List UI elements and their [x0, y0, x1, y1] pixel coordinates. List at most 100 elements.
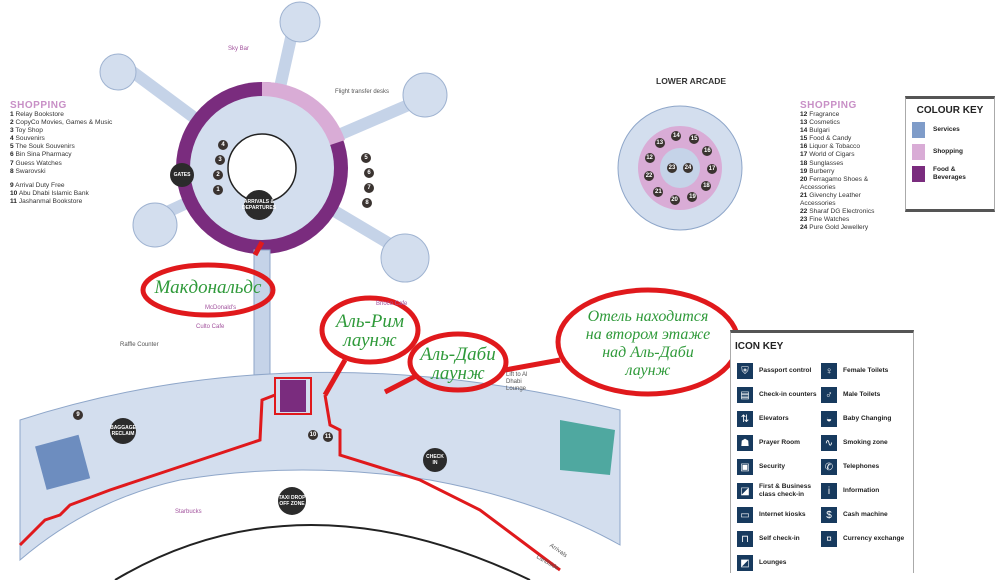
icon-key-item: ▣Security	[737, 455, 819, 479]
shop-marker-12: 12	[644, 153, 655, 164]
passport-control-icon: ⛨	[737, 363, 753, 379]
shop-list-item: 3 Toy Shop	[10, 127, 120, 135]
shop-number: 23	[800, 216, 808, 224]
icon-key-label: Female Toilets	[843, 367, 889, 374]
shop-number: 3	[10, 127, 14, 135]
shop-list-item: 8 Swarovski	[10, 168, 120, 176]
colour-swatch	[912, 144, 925, 160]
icon-key-label: Baby Changing	[843, 415, 892, 422]
icon-key-label: Telephones	[843, 463, 880, 470]
shop-name: Swarovski	[15, 167, 46, 175]
shop-marker-17: 17	[706, 163, 717, 174]
shop-list-item: 22 Sharaf DG Electronics	[800, 208, 895, 216]
shop-name: Sharaf DG Electronics	[809, 208, 875, 216]
icon-key-item: ⇅Elevators	[737, 407, 819, 431]
shop-name: Abu Dhabi Islamic Bank	[18, 189, 89, 197]
colour-key-title: COLOUR KEY	[916, 105, 984, 116]
icon-key-label: Information	[843, 487, 880, 494]
icon-key-label: Internet kiosks	[759, 511, 806, 518]
shop-number: 20	[800, 175, 808, 183]
icon-key-item: ▤Check-in counters	[737, 383, 819, 407]
shop-name: Toy Shop	[15, 127, 43, 135]
shop-number: 6	[10, 151, 14, 159]
shop-list-item: 19 Burberry	[800, 168, 895, 176]
label-flight-transfer: Flight transfer desks	[335, 89, 390, 95]
shop-list-item: 15 Food & Candy	[800, 135, 895, 143]
arrivals-departures-marker: ARRIVALS & DEPARTURES	[242, 190, 276, 220]
shop-name: Guess Watches	[15, 159, 62, 167]
male-toilet-icon: ♂	[821, 387, 837, 403]
shop-marker-7: 7	[364, 183, 374, 193]
check-in-marker: CHECK IN	[423, 448, 447, 472]
annotation-hotel: Отель находится на втором этаже над Аль-…	[585, 308, 711, 379]
label-culto-cafe: Culto Cafe	[196, 324, 225, 330]
icon-key-item: ◒Baby Changing	[821, 407, 911, 431]
shop-name: Relay Bookstore	[15, 111, 64, 118]
shop-marker-23: 23	[667, 163, 677, 173]
shop-number: 13	[800, 119, 808, 127]
colour-key-item: Shopping	[912, 144, 994, 160]
shop-name: Food & Candy	[809, 135, 852, 143]
shop-marker-16: 16	[702, 146, 713, 157]
shop-list-item: 9 Arrival Duty Free	[10, 182, 120, 190]
shop-name: Ferragamo Shoes & Accessories	[800, 175, 869, 191]
label-brioco-cafe: Brioco Cafe	[376, 301, 408, 307]
shop-marker-24: 24	[683, 163, 693, 173]
shop-number: 14	[800, 127, 808, 135]
icon-key-item: ◪First & Business class check-in	[737, 479, 819, 503]
shop-name: Arrival Duty Free	[15, 181, 65, 189]
icon-key-item: ✆ Telephones	[821, 455, 911, 479]
female-toilet-icon: ♀	[821, 363, 837, 379]
shop-marker-9: 9	[73, 410, 83, 420]
shop-marker-3: 3	[215, 155, 225, 165]
shop-list-item: 12 Fragrance	[800, 111, 895, 119]
shop-list-item: 7 Guess Watches	[10, 160, 120, 168]
shop-marker-8: 8	[362, 198, 372, 208]
icon-key-label: Check-in counters	[759, 391, 817, 398]
shop-list-item: 1 Relay Bookstore	[10, 111, 120, 119]
shop-number: 18	[800, 159, 808, 167]
shop-marker-2: 2	[213, 170, 223, 180]
shop-marker-4: 4	[218, 140, 228, 150]
shop-marker-10: 10	[308, 430, 318, 440]
shop-name: Liquor & Tobacco	[809, 143, 861, 151]
shop-marker-13: 13	[654, 138, 665, 149]
shop-list-item: 20 Ferragamo Shoes & Accessories	[800, 176, 895, 192]
smoking-icon: ∿	[821, 435, 837, 451]
icon-key-label: Passport control	[759, 367, 812, 374]
shop-list-item: 24 Pure Gold Jewellery	[800, 224, 895, 232]
icon-key: ICON KEY ⛨ Passport control ♀ Female Toilet…	[730, 330, 914, 573]
shop-name: Jashanmal Bookstore	[18, 197, 83, 205]
icon-key-item: ⛨ Passport control	[737, 359, 819, 383]
shop-marker-11: 11	[323, 432, 333, 442]
telephone-icon: ✆	[821, 459, 837, 475]
shop-number: 7	[10, 159, 14, 167]
shop-marker-6: 6	[364, 168, 374, 178]
internet-kiosk-icon: ▭	[737, 507, 753, 523]
shop-list-item: 10 Abu Dhabi Islamic Bank	[10, 190, 120, 198]
shop-name: Burberry	[809, 167, 835, 175]
shop-name: World of Cigars	[809, 151, 855, 159]
colour-key-item: Food & Beverages	[912, 166, 994, 182]
shop-number: 5	[10, 143, 14, 151]
left-shopping-title: SHOPPING	[10, 100, 67, 111]
icon-key-title: ICON KEY	[735, 341, 784, 352]
shop-list-item: 16 Liquor & Tobacco	[800, 143, 895, 151]
self-check-in-icon: ⊓	[737, 531, 753, 547]
cash-machine-icon: $	[821, 507, 837, 523]
shop-number: 12	[800, 111, 808, 118]
shop-list-item: 2 CopyCo Movies, Games & Music	[10, 119, 120, 127]
shop-list-item: 13 Cosmetics	[800, 119, 895, 127]
colour-key-label: Shopping	[933, 148, 963, 155]
icon-key-item: ♀ Female Toilets	[821, 359, 911, 383]
shop-name: The Souk Souvenirs	[15, 143, 75, 151]
shop-name: Givenchy Leather Accessories	[800, 191, 861, 208]
baggage-reclaim-marker: BAGGAGE RECLAIM	[110, 418, 136, 444]
shop-number: 8	[10, 167, 14, 175]
icon-key-label: Male Toilets	[843, 391, 881, 398]
shop-list-item: 5 The Souk Souvenirs	[10, 143, 120, 151]
shop-marker-1: 1	[213, 185, 223, 195]
currency-exchange-icon: ¤	[821, 531, 837, 547]
